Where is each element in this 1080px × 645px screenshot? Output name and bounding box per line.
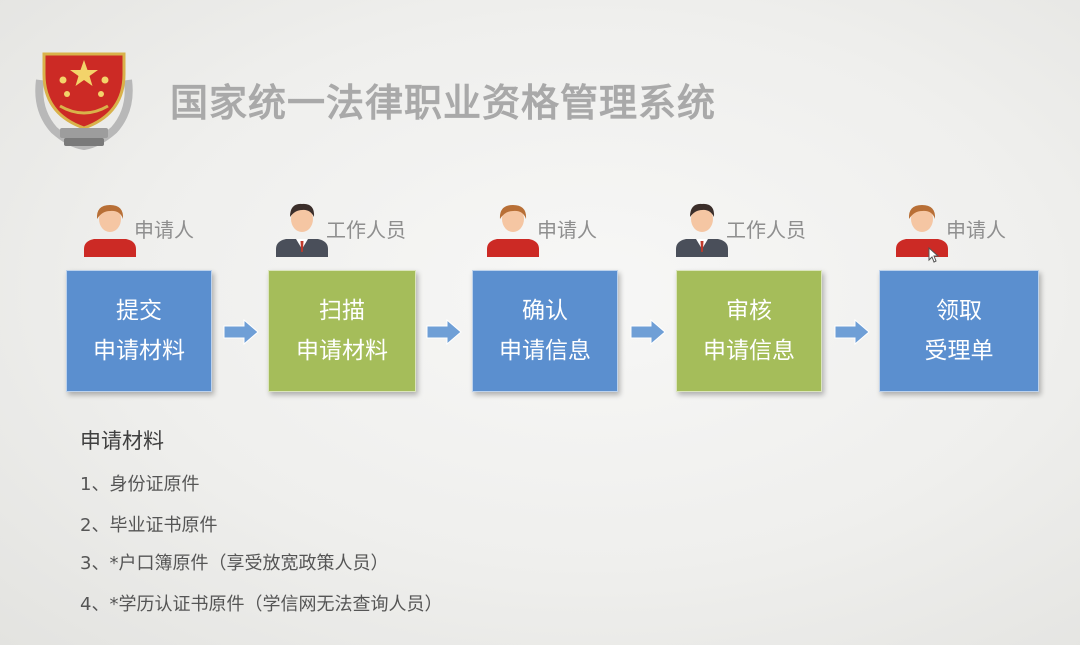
right-arrow-icon [426,318,462,346]
right-arrow-icon [223,318,259,346]
step-object-label: 受理单 [924,338,994,364]
applicant-icon [483,197,543,257]
materials-title: 申请材料 [80,429,164,453]
materials-list-item: 4、*学历认证书原件（学信网无法查询人员） [80,594,443,615]
step-role-label: 申请人 [134,218,194,242]
mouse-cursor-icon [928,247,940,263]
step-action-label: 审核 [726,298,772,324]
step-action-label: 领取 [936,298,982,324]
staff-icon [672,197,732,257]
page-title: 国家统一法律职业资格管理系统 [170,81,717,125]
court-emblem-icon [35,52,133,151]
materials-list-item: 2、毕业证书原件 [80,515,218,536]
materials-list-item: 1、身份证原件 [80,474,200,495]
materials-list-item: 3、*户口簿原件（享受放宽政策人员） [80,553,389,574]
staff-icon [272,197,332,257]
step-object-label: 申请信息 [499,338,591,364]
step-action-label: 扫描 [319,298,365,324]
process-step-box: 扫描申请材料 [268,270,416,392]
process-step-box: 领取受理单 [879,270,1039,392]
step-object-label: 申请材料 [93,338,185,364]
step-role-label: 工作人员 [726,218,806,242]
process-step-box: 审核申请信息 [676,270,822,392]
applicant-icon [892,197,952,257]
step-role-label: 申请人 [946,218,1006,242]
right-arrow-icon [630,318,666,346]
process-step-box: 提交申请材料 [66,270,212,392]
step-action-label: 提交 [116,298,162,324]
step-role-label: 申请人 [537,218,597,242]
step-role-label: 工作人员 [326,218,406,242]
process-step-box: 确认申请信息 [472,270,618,392]
step-action-label: 确认 [522,298,568,324]
applicant-icon [80,197,140,257]
right-arrow-icon [834,318,870,346]
step-object-label: 申请信息 [703,338,795,364]
step-object-label: 申请材料 [296,338,388,364]
